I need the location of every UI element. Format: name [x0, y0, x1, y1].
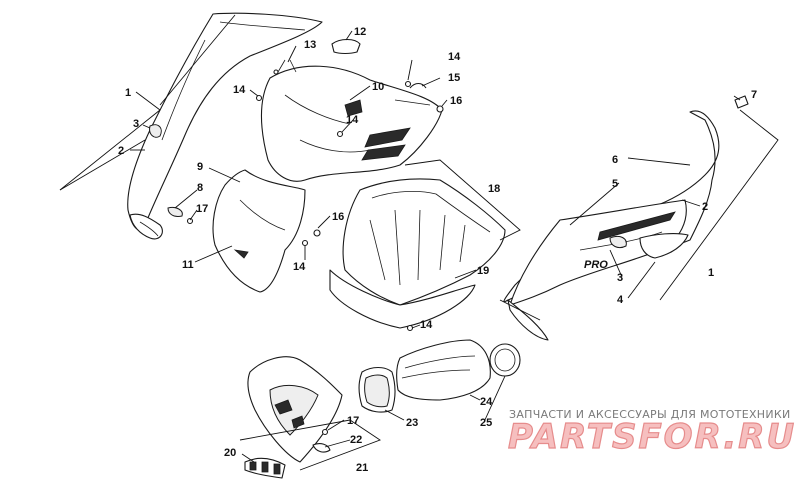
callout-14-c: 14 — [346, 114, 359, 126]
decal-logo: PRO — [584, 259, 608, 271]
bolt-14b-icon — [404, 80, 412, 88]
clip-16b-icon — [313, 229, 321, 237]
connector-13-icon — [273, 69, 279, 75]
bracket-8-icon — [167, 207, 183, 217]
grommet-12-icon — [331, 38, 361, 55]
callout-16-b: 16 — [332, 211, 344, 223]
callout-14-a: 14 — [233, 84, 246, 96]
callout-5: 5 — [612, 178, 618, 190]
leader-lines — [130, 30, 741, 463]
callout-16-a: 16 — [450, 95, 462, 107]
callout-18: 18 — [488, 183, 500, 195]
callout-21: 21 — [356, 462, 368, 474]
callout-1-left: 1 — [125, 87, 131, 99]
right-side-panel: PRO — [503, 110, 720, 341]
callout-20: 20 — [224, 447, 236, 459]
callout-12: 12 — [354, 26, 366, 38]
callout-14-e: 14 — [420, 319, 433, 331]
callout-1-right: 1 — [708, 267, 714, 279]
callout-2-right: 2 — [702, 201, 708, 213]
callout-23: 23 — [406, 417, 418, 429]
bolt-14c-icon — [336, 130, 344, 138]
callout-14-d: 14 — [293, 261, 306, 273]
storage-tray — [329, 178, 506, 329]
bolt-14e-icon — [406, 324, 414, 332]
callout-6: 6 — [612, 154, 618, 166]
clip-15-icon — [409, 82, 427, 89]
air-intake-duct — [358, 339, 521, 413]
callout-13: 13 — [304, 39, 316, 51]
callout-3-left: 3 — [133, 118, 139, 130]
callout-24: 24 — [480, 396, 493, 408]
callout-3-right: 3 — [617, 272, 623, 284]
left-side-panel — [127, 12, 323, 240]
callout-17-b: 17 — [347, 415, 359, 427]
callout-2-left: 2 — [118, 145, 124, 157]
callout-14-b: 14 — [448, 51, 461, 63]
watermark-brand: PARTSFOR.RU — [508, 417, 796, 457]
watermark: ЗАПЧАСТИ И АКСЕССУАРЫ ДЛЯ МОТОТЕХНИКИ PA… — [507, 408, 796, 458]
screw-17a-icon — [186, 217, 194, 225]
clip-16a-icon — [436, 105, 444, 113]
decal-text: PRO — [584, 259, 608, 271]
fasteners — [167, 38, 749, 436]
callout-17-a: 17 — [196, 203, 208, 215]
callout-4: 4 — [617, 294, 624, 306]
callout-11: 11 — [182, 259, 194, 271]
callout-9: 9 — [197, 161, 203, 173]
screw-17b-icon — [321, 428, 329, 436]
callout-19: 19 — [477, 265, 489, 277]
callout-22: 22 — [350, 434, 362, 446]
callout-8: 8 — [197, 182, 203, 194]
callout-10: 10 — [372, 81, 384, 93]
bracket-lines — [59, 14, 779, 471]
bolt-14a-icon — [255, 94, 263, 102]
callout-15: 15 — [448, 72, 460, 84]
callout-labels: 1 1 2 2 3 3 4 5 6 7 8 9 10 11 12 13 14 1… — [118, 26, 757, 474]
harness-13-icon — [277, 59, 297, 73]
watermark-tagline: ЗАПЧАСТИ И АКСЕССУАРЫ ДЛЯ МОТОТЕХНИКИ — [509, 408, 791, 421]
callout-25: 25 — [480, 417, 492, 429]
front-hood-assembly — [212, 65, 443, 293]
callout-7: 7 — [751, 89, 757, 101]
bolt-14d-icon — [301, 239, 309, 247]
